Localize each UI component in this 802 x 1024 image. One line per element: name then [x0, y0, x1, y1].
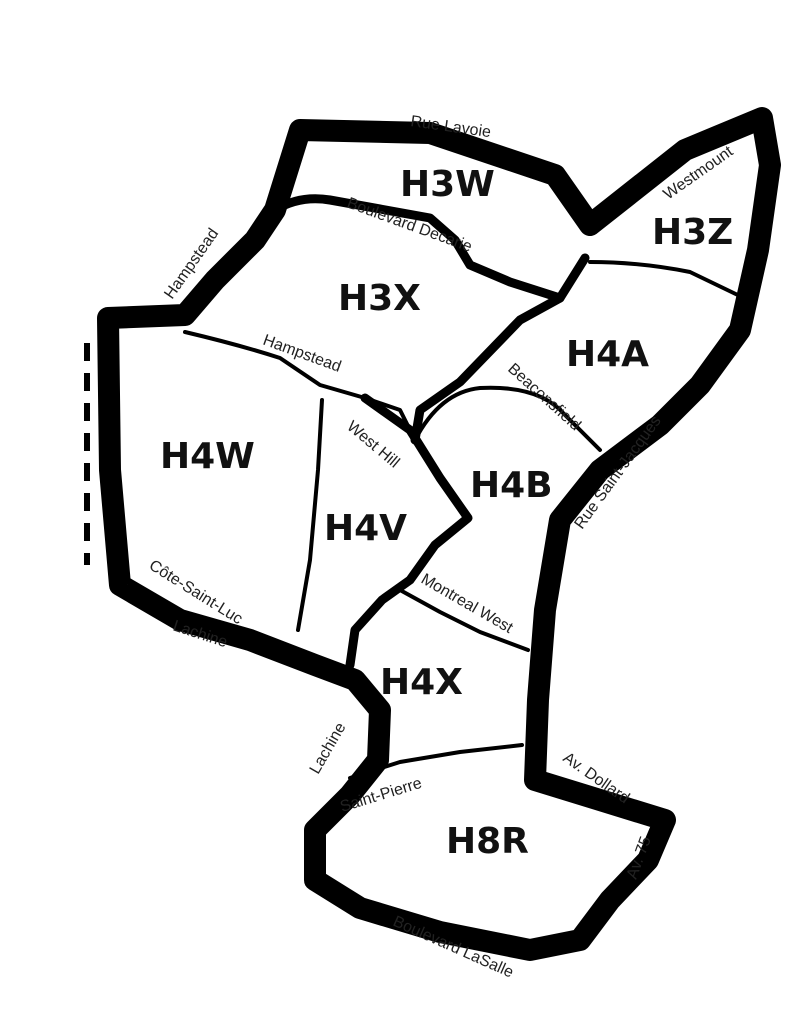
- boundary-hampstead: [183, 330, 417, 442]
- zone-label-h4w: H4W: [160, 436, 255, 477]
- street-label-west-hill: West Hill: [343, 418, 402, 471]
- zone-label-h4v: H4V: [324, 508, 407, 549]
- boundary-h3w-h3x: [270, 194, 565, 303]
- boundary-west-hill: [296, 398, 324, 632]
- outer-boundary: [97, 107, 781, 961]
- boundary-montreal-west: [398, 588, 530, 652]
- zone-label-h4b: H4B: [470, 465, 553, 506]
- boundary-beaconsfield: [413, 385, 602, 452]
- boundary-h3x-h4a: [410, 253, 590, 445]
- street-label-lachine-2: Lachine: [307, 720, 350, 777]
- boundary-h3z-h4a: [588, 260, 746, 300]
- zone-label-h8r: H8R: [446, 821, 529, 862]
- zone-label-h3w: H3W: [400, 164, 495, 205]
- zone-label-h3x: H3X: [338, 278, 421, 319]
- zone-label-h4a: H4A: [566, 334, 649, 375]
- boundary-saint-pierre: [348, 743, 524, 780]
- zone-label-h3z: H3Z: [652, 212, 733, 253]
- boundary-h4v-h4b: [345, 393, 473, 670]
- zone-label-h4x: H4X: [380, 662, 463, 703]
